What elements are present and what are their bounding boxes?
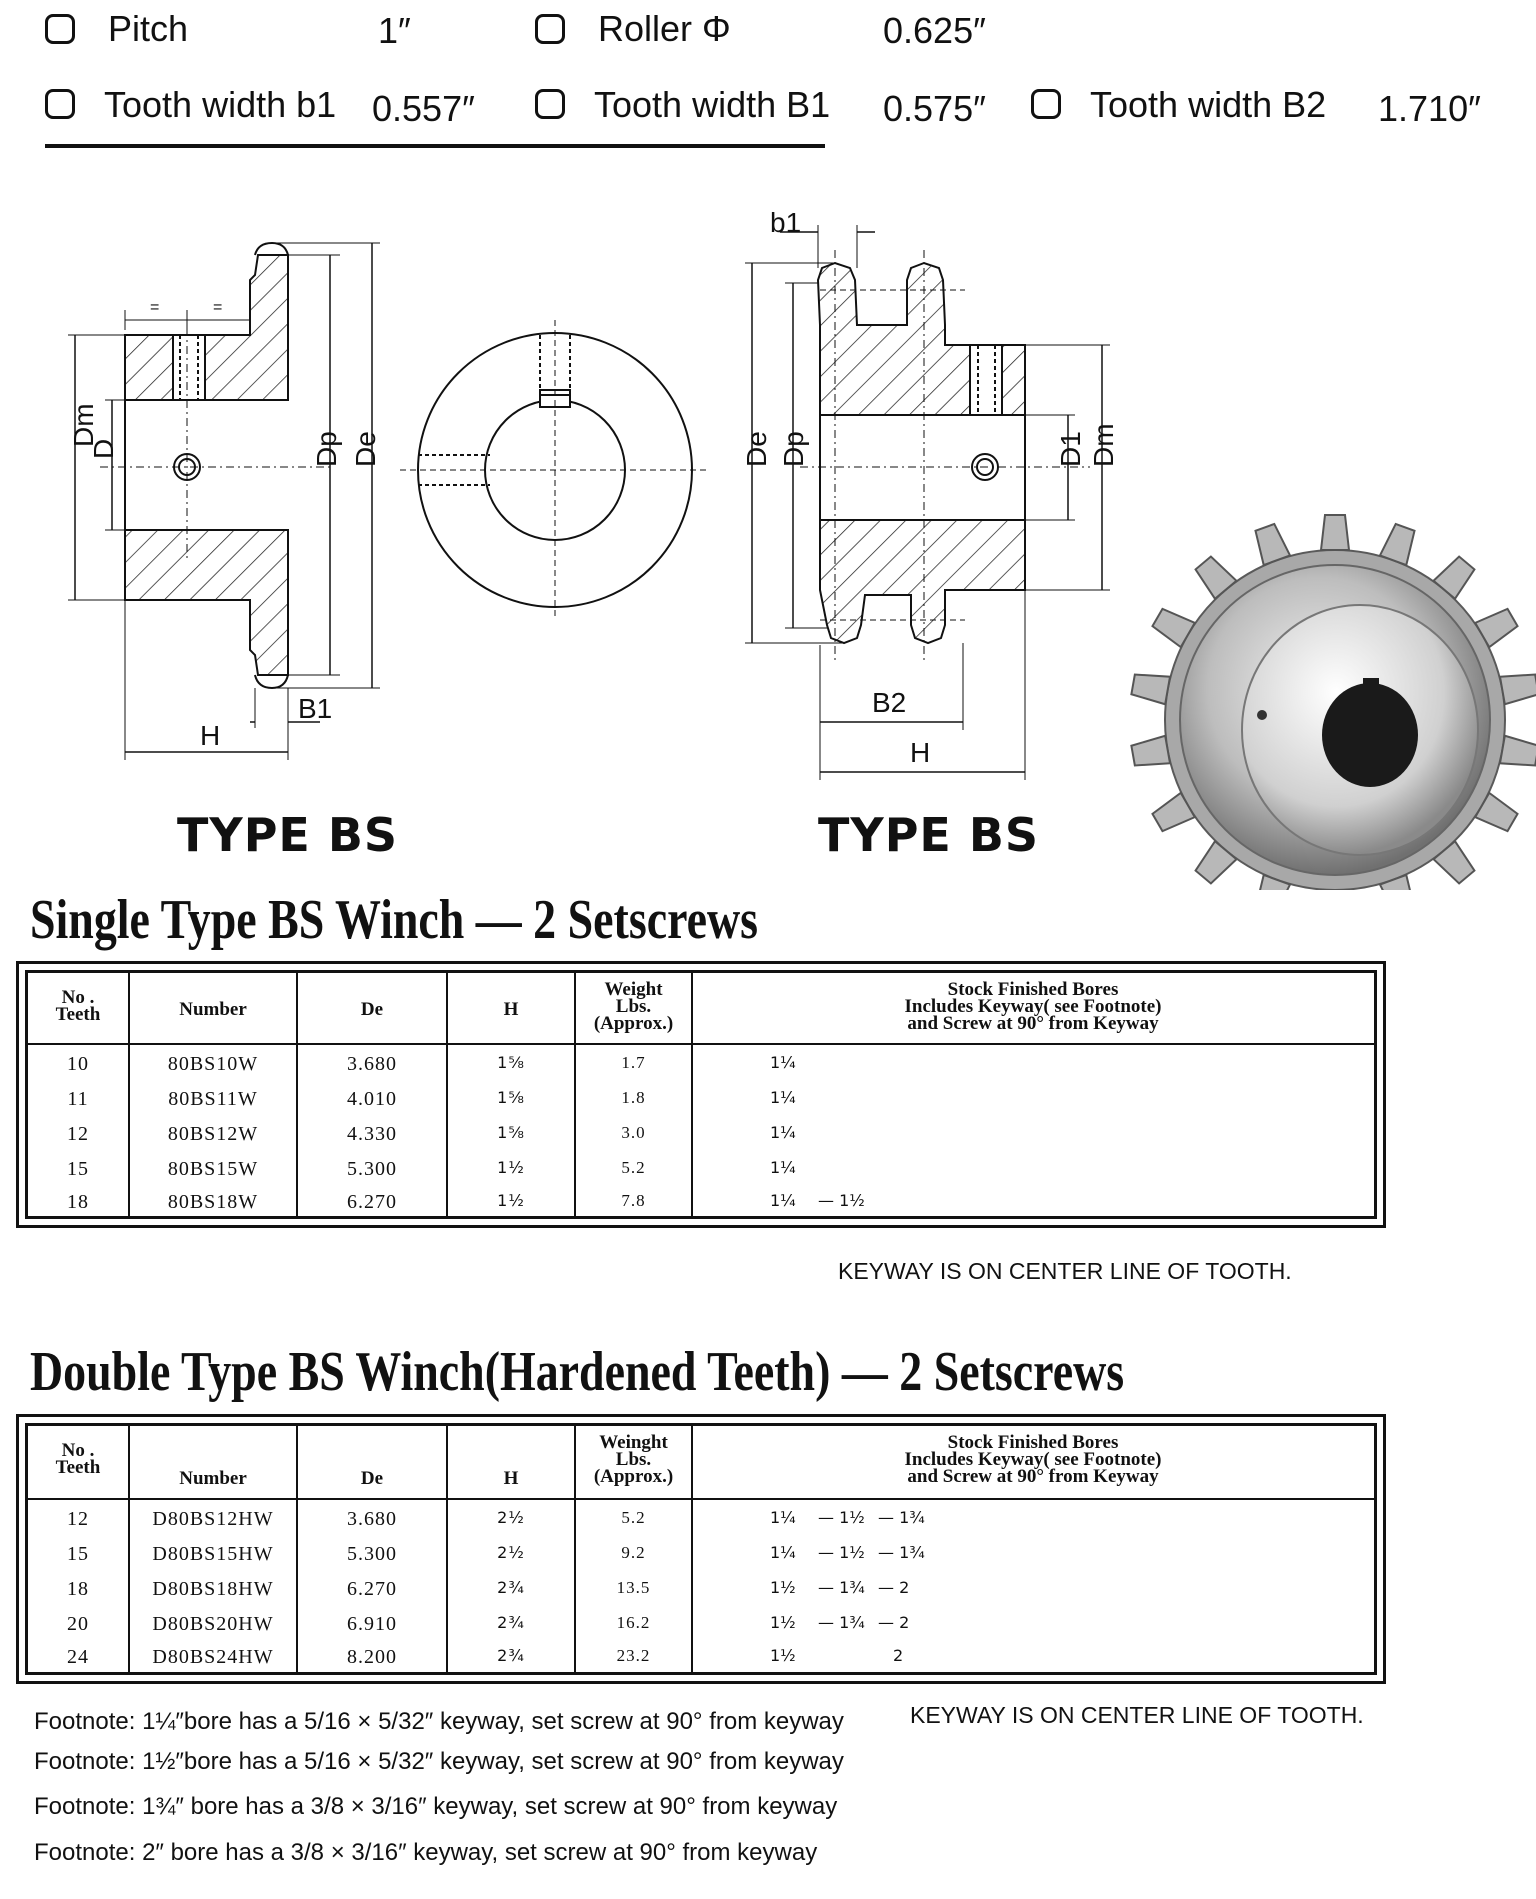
header-de: De (360, 1468, 384, 1489)
header-h: H (503, 1468, 519, 1489)
roller-value: 0.625″ (883, 10, 986, 51)
header-h: H (503, 999, 519, 1020)
table-row: 20 D80BS20HW 6.910 2¾ 16.2 1½ — 1¾ — 2 (67, 1613, 910, 1635)
dim-eq-2: = (213, 299, 222, 316)
tooth-width-B2-value: 1.710″ (1378, 88, 1481, 129)
dim-h-right: H (910, 737, 930, 768)
roller-label: Roller Φ (598, 8, 731, 49)
dim-h-left: H (200, 720, 220, 751)
table-row: 18 D80BS18HW 6.270 2¾ 13.5 1½ — 1¾ — 2 (67, 1578, 910, 1600)
double-keyway-note: KEYWAY IS ON CENTER LINE OF TOOTH. (910, 1702, 1364, 1728)
pitch-label: Pitch (108, 8, 189, 49)
dim-de-left: De (350, 431, 381, 467)
single-table-title: Single Type BS Winch — 2 Setscrews (30, 889, 759, 951)
table-row: 10 80BS10W 3.680 1⅝ 1.7 1¼ (67, 1053, 796, 1075)
end-view (400, 320, 710, 620)
tooth-width-B1-label: Tooth width B1 (594, 84, 831, 125)
dim-de-right: De (741, 431, 772, 467)
footnote-4: Footnote: 2″ bore has a 3/8 × 3/16″ keyw… (34, 1839, 818, 1866)
table-row: 12 D80BS12HW 3.680 2½ 5.2 1¼ — 1½ — 1¾ (67, 1508, 925, 1530)
tooth-width-b1-label: Tooth width b1 (104, 84, 337, 125)
tooth-width-b1-value: 0.557″ (372, 88, 475, 129)
header-number: Number (179, 1468, 247, 1489)
pitch-checkbox[interactable] (45, 14, 75, 44)
footnote-1: Footnote: 1¼″bore has a 5/16 × 5/32″ key… (34, 1708, 844, 1735)
tooth-width-B2-label: Tooth width B2 (1090, 84, 1327, 125)
type-label-right: TYPE BS (818, 808, 1040, 862)
dim-eq-1: = (150, 299, 159, 316)
table-row: 18 80BS18W 6.270 1½ 7.8 1¼ — 1½ (67, 1191, 865, 1213)
dim-b1-left: B1 (298, 693, 332, 724)
dim-d-left: D (88, 439, 119, 459)
table-row: 11 80BS11W 4.010 1⅝ 1.8 1¼ (67, 1088, 796, 1110)
table-row: 24 D80BS24HW 8.200 2¾ 23.2 1½ 2 (67, 1646, 904, 1668)
table-row: 15 80BS15W 5.300 1½ 5.2 1¼ (67, 1158, 796, 1180)
table-row: 12 80BS12W 4.330 1⅝ 3.0 1¼ (67, 1123, 796, 1145)
roller-checkbox[interactable] (535, 14, 565, 44)
table-row: 15 D80BS15HW 5.300 2½ 9.2 1¼ — 1½ — 1¾ (67, 1543, 925, 1565)
double-table-title: Double Type BS Winch(Hardened Teeth) — 2… (30, 1341, 1125, 1403)
spec-divider (45, 144, 825, 148)
dim-d1-right: D1 (1055, 431, 1086, 467)
right-section-view (745, 225, 1110, 780)
technical-drawings: Dm D Dp De H B1 = = (68, 207, 1536, 890)
tooth-width-B1-value: 0.575″ (883, 88, 986, 129)
tooth-width-B1-checkbox[interactable] (535, 89, 565, 119)
type-label-left: TYPE BS (177, 808, 399, 862)
pitch-value: 1″ (378, 10, 411, 51)
header-teeth: No .Teeth (55, 1440, 101, 1478)
tooth-width-B2-checkbox[interactable] (1031, 89, 1061, 119)
left-section-view (68, 241, 380, 760)
tooth-width-b1-checkbox[interactable] (45, 89, 75, 119)
dim-b1-right: b1 (770, 207, 801, 238)
header-number: Number (179, 999, 247, 1020)
sprocket-photo (1130, 514, 1536, 890)
dim-dp-right: Dp (778, 431, 809, 467)
dim-b2-right: B2 (872, 687, 906, 718)
footnote-2: Footnote: 1½″bore has a 5/16 × 5/32″ key… (34, 1748, 844, 1775)
single-keyway-note: KEYWAY IS ON CENTER LINE OF TOOTH. (838, 1258, 1292, 1284)
dim-dm-right: Dm (1088, 423, 1119, 467)
footnote-3: Footnote: 1¾″ bore has a 3/8 × 3/16″ key… (34, 1793, 838, 1820)
header-teeth: No .Teeth (55, 987, 101, 1025)
dim-dm-left: Dm (68, 403, 99, 447)
dim-dp-left: Dp (311, 431, 342, 467)
header-de: De (360, 999, 384, 1020)
